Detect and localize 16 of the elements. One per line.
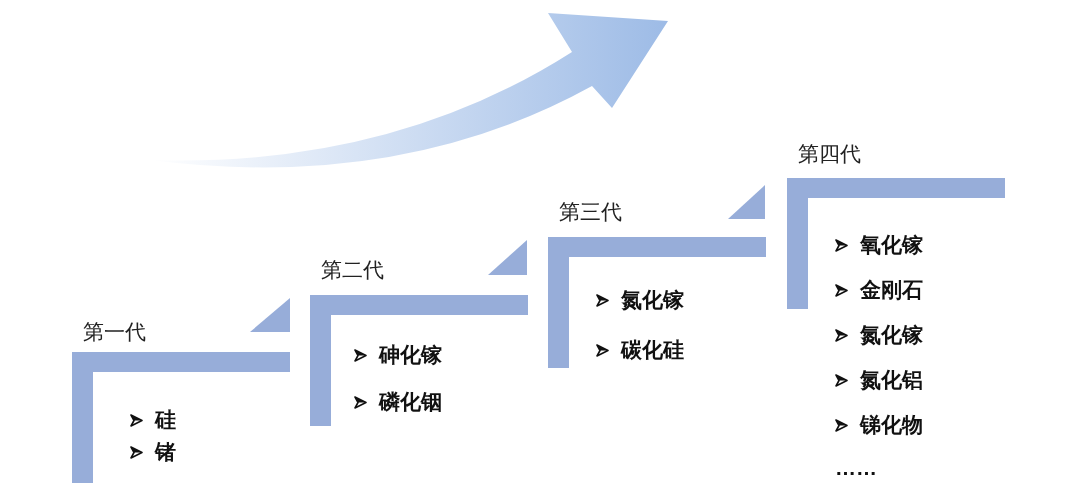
material-name: 砷化镓 — [379, 342, 442, 368]
material-name: 硅 — [155, 407, 176, 433]
material-name: 锑化物 — [860, 412, 923, 438]
material-name: 氧化镓 — [860, 232, 923, 258]
material-name: 氮化镓 — [621, 287, 684, 313]
material-name: 金刚石 — [860, 277, 923, 303]
material-name: 氮化铝 — [860, 367, 923, 393]
step-heading: 第三代 — [559, 199, 622, 225]
material-name: …… — [835, 456, 877, 480]
step-heading: 第二代 — [321, 257, 384, 283]
material-name: 磷化铟 — [379, 389, 442, 415]
step-heading: 第四代 — [798, 141, 861, 167]
material-name: 锗 — [155, 439, 176, 465]
material-name: 碳化硅 — [621, 337, 684, 363]
material-name: 氮化镓 — [860, 322, 923, 348]
step-heading: 第一代 — [83, 319, 146, 345]
